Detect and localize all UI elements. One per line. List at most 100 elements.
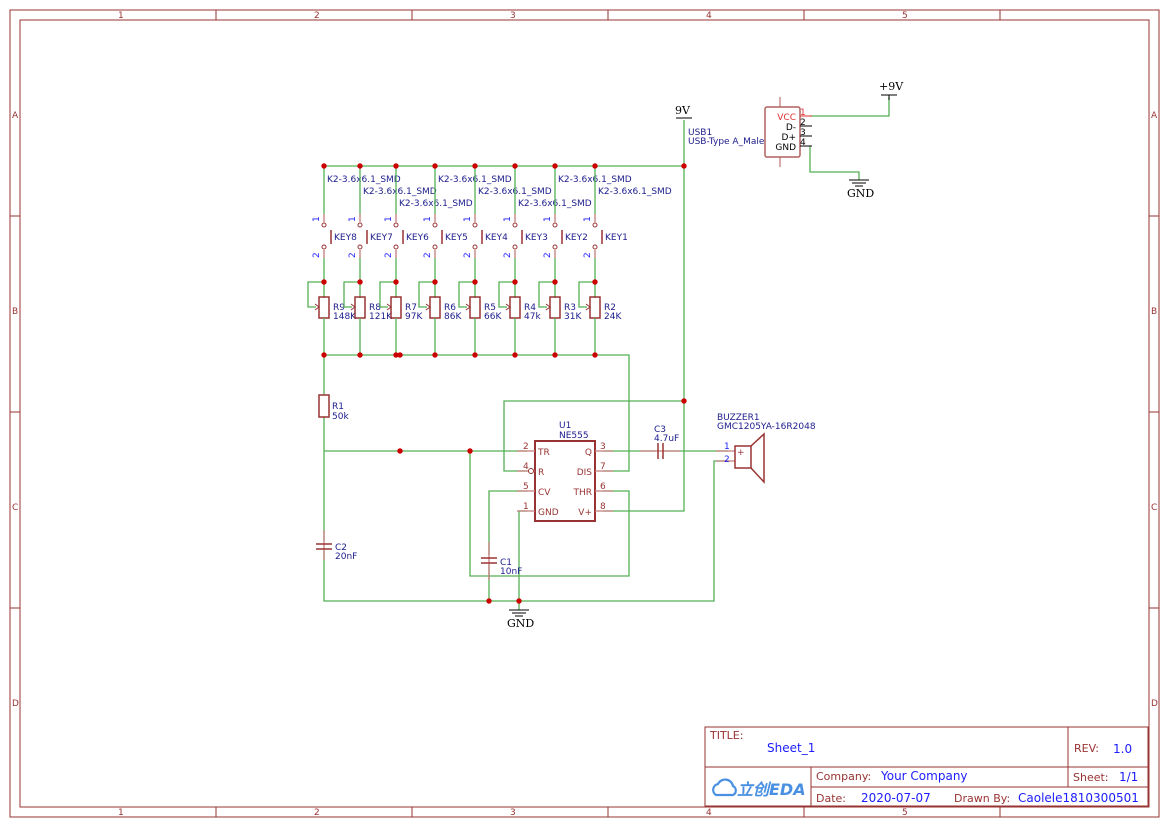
key-name: KEY4 (485, 233, 508, 243)
junction-dot (592, 352, 598, 358)
u1-pin-number: 4 (523, 462, 529, 472)
row-label: C (1151, 503, 1157, 513)
junction-dot (467, 448, 473, 454)
buzzer-name: BUZZER1 (717, 413, 760, 423)
buzzer-plus-mark: + (737, 448, 745, 458)
buzzer-buzzer1[interactable]: BUZZER1 GMC1205YA-16R2048 1 2 + (716, 413, 816, 484)
key-array: 12KEY8K2-3.6x6.1_SMDR9148K12KEY7K2-3.6x6… (307, 166, 672, 355)
u1-pin-name: GND (538, 508, 559, 518)
pot-name: R8 (369, 303, 381, 313)
key-contact (321, 222, 327, 228)
junction-dot (393, 279, 399, 285)
key-pin-2: 2 (423, 252, 433, 258)
vcc-9v-rail (603, 120, 685, 512)
key-footprint: K2-3.6x6.1_SMD (363, 187, 437, 197)
junction-dot (393, 352, 399, 358)
column-label: 1 (118, 808, 124, 818)
pot-name: R6 (444, 303, 456, 313)
usb-pin-number: 3 (800, 128, 806, 138)
pot-body (549, 296, 561, 319)
capacitor-c2[interactable]: C2 20nF (316, 530, 357, 562)
junction-dot (681, 163, 687, 169)
drawn-by-label: Drawn By: (954, 792, 1010, 805)
pot-wiper-wire (458, 281, 475, 308)
pot-wiper-wire (418, 281, 435, 308)
u1-part: NE555 (559, 431, 589, 441)
capacitor-c1[interactable]: C1 10nF (481, 542, 522, 580)
pot-name: R9 (333, 303, 345, 313)
gnd-pin-wire (518, 510, 527, 610)
capacitor-c3[interactable]: C3 4.7uF (640, 425, 680, 459)
pot-body (318, 296, 330, 319)
usb-pin-name: VCC (777, 113, 796, 123)
column-label: 3 (510, 11, 516, 21)
pot-value: 148K (333, 312, 357, 322)
r1-name: R1 (332, 402, 344, 412)
logo-text: 立创EDA (737, 780, 806, 799)
junction-dot (321, 163, 327, 169)
u1-pin-number: 3 (600, 442, 606, 452)
row-label: C (12, 503, 18, 513)
title-value: Sheet_1 (767, 741, 815, 755)
u1-pin-number: 1 (523, 502, 529, 512)
junction-dot (432, 163, 438, 169)
key-contact (357, 222, 363, 228)
pot-value: 121K (369, 312, 393, 322)
usb-pin-number: 2 (800, 118, 806, 128)
pot-value: 47k (524, 312, 541, 322)
u1-pin-number: 5 (523, 482, 529, 492)
junction-dot (552, 352, 558, 358)
junction-dot (393, 163, 399, 169)
key-contact (592, 244, 598, 250)
u1-pin-name: CV (538, 488, 551, 498)
key-name: KEY8 (334, 233, 357, 243)
company-value: Your Company (880, 769, 968, 783)
junction-dot (472, 352, 478, 358)
cv-wire (488, 490, 527, 555)
pot-name: R7 (405, 303, 417, 313)
reset-inverter-bubble (528, 468, 534, 474)
key-contact (512, 244, 518, 250)
row-label: A (1151, 111, 1158, 121)
key-name: KEY1 (605, 233, 628, 243)
key-contact (512, 222, 518, 228)
junction-dot (357, 352, 363, 358)
column-label: 4 (706, 11, 712, 21)
pot-body (390, 296, 402, 319)
c3-value: 4.7uF (654, 434, 679, 444)
resistor-r1[interactable]: R1 50k (318, 394, 349, 422)
key-pin-1: 1 (312, 216, 322, 222)
junction-dot (516, 598, 522, 604)
key-pin-2: 2 (543, 252, 553, 258)
key-pin-1: 1 (543, 216, 553, 222)
pot-body (589, 296, 601, 319)
key-contact (552, 244, 558, 250)
pot-wiper-wire (538, 281, 555, 308)
row-label: D (12, 699, 19, 709)
key-pin-2: 2 (384, 252, 394, 258)
usb-vcc-wire (810, 97, 890, 117)
u1-pin-name: TR (537, 448, 550, 458)
key-contact (472, 244, 478, 250)
